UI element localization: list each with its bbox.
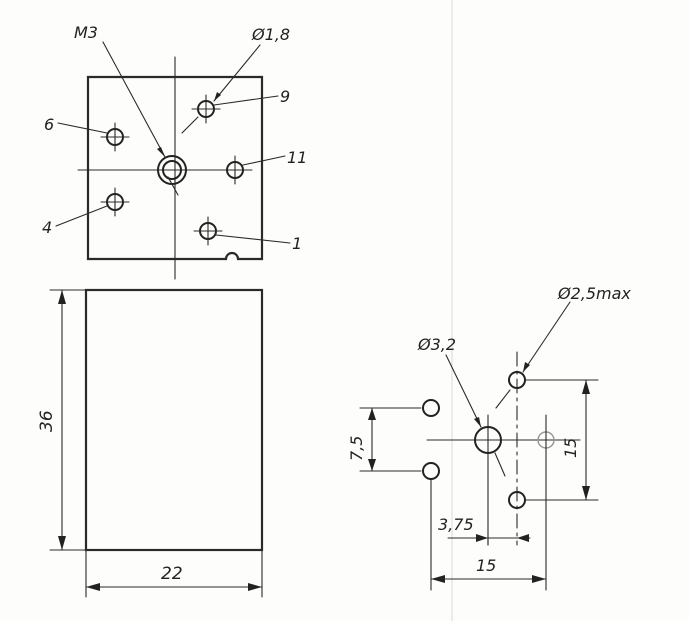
pin-9-label: 9	[280, 87, 290, 106]
footprint-hole-left-lower	[422, 462, 440, 480]
footprint-view: Ø2,5max Ø3,2 7,5 15 3,75 15	[347, 284, 631, 591]
footprint-hole-left-upper	[422, 399, 440, 417]
pin-hole-9	[191, 94, 221, 124]
m3-leader-arrow	[157, 147, 165, 157]
pin-1-label: 1	[292, 234, 302, 253]
width-dim-label: 22	[161, 564, 183, 584]
pin-4-label: 4	[42, 218, 52, 237]
side-view-outline	[84, 288, 264, 552]
phi-1-8-leader	[213, 44, 261, 102]
m3-hole-inner	[162, 160, 182, 180]
pin-hole-6	[100, 122, 130, 152]
pin-6-label: 6	[44, 115, 54, 134]
phi-2-5-leader-tail	[495, 389, 511, 409]
pin-6-leader	[57, 122, 108, 134]
m3-leader	[102, 41, 166, 158]
m3-label: M3	[74, 23, 98, 42]
height-dim-label: 36	[37, 410, 57, 432]
phi-1-8-arrow	[214, 92, 221, 101]
pin-11-label: 11	[287, 148, 307, 167]
pin-hole-11	[226, 155, 244, 185]
phi-3-2-label: Ø3,2	[417, 335, 456, 354]
footprint-hole-bottom	[508, 491, 526, 509]
phi-3-2-leader-tail	[494, 452, 506, 477]
dim-3-75-label: 3,75	[438, 515, 474, 534]
side-view: 36 22	[37, 288, 264, 598]
m3-leader-tail	[167, 176, 179, 196]
dim-7-5-label: 7,5	[347, 436, 366, 461]
pin-hole-4	[100, 187, 130, 217]
phi-1-8-leader-tail	[181, 116, 199, 134]
phi-3-2-leader	[445, 354, 482, 428]
pin-11-leader	[242, 155, 286, 166]
phi-2-5-leader	[522, 301, 571, 373]
dim-15h-label: 15	[476, 556, 496, 575]
phi-2-5-label: Ø2,5max	[557, 284, 631, 303]
pin-1-leader	[215, 234, 291, 244]
phi-1-8-label: Ø1,8	[251, 25, 290, 44]
center-hole-3-2	[474, 426, 502, 454]
top-view-outline	[86, 75, 264, 261]
top-view: M3 Ø1,8 9 6 11 4 1	[42, 23, 307, 280]
pin-9-leader	[213, 95, 279, 106]
pin-4-leader	[55, 205, 108, 227]
footprint-hole-top	[508, 371, 526, 389]
pin-hole-1	[193, 216, 223, 246]
dim-15v-label: 15	[561, 438, 580, 458]
